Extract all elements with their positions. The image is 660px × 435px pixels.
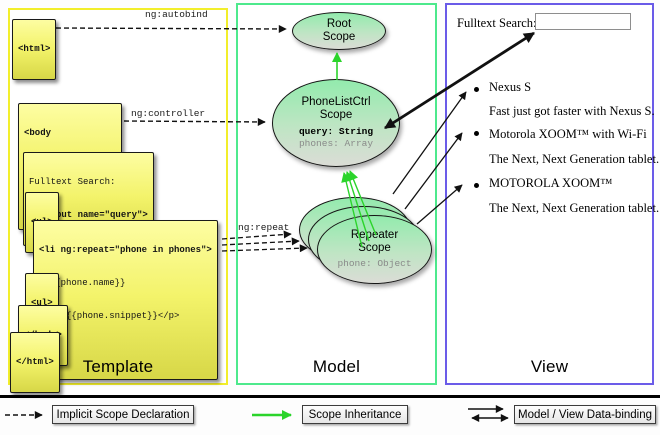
repeater-scope-ellipse-front: Repeater Scope phone: Object [317, 215, 432, 284]
html-open-tag-box: <html> [12, 19, 57, 80]
code-line: <html> [18, 44, 51, 54]
code-line: <p>{{phone.snippet}}</p> [39, 311, 180, 321]
legend-label: Implicit Scope Declaration [56, 408, 190, 421]
view-item-desc: The Next, Next Generation tablet. [489, 152, 660, 166]
view-column-label: View [530, 357, 569, 376]
template-column-label: Template [82, 357, 154, 376]
html-close-tag-box: </html> [10, 332, 60, 393]
legend-model-view-data-binding: Model / View Data-binding [514, 405, 656, 424]
li-repeat-code-box: <li ng:repeat="phone in phones"> {{phone… [33, 220, 218, 380]
scope-name: PhoneListCtrl [301, 96, 371, 108]
ng-controller-label: ng:controller [131, 108, 206, 119]
scope-name: Scope [358, 242, 391, 254]
fulltext-search-label: Fulltext Search: [457, 16, 537, 30]
view-item-desc: Fast just got faster with Nexus S. [489, 104, 655, 118]
view-item-title: Motorola XOOM™ with Wi-Fi [489, 127, 647, 141]
code-line: </html> [16, 357, 54, 367]
legend-separator-line [0, 395, 660, 398]
bullet-icon [474, 183, 479, 188]
code-line: <li ng:repeat="phone in phones"> [39, 245, 212, 255]
scope-name: Scope [322, 31, 356, 43]
legend-label: Scope Inheritance [308, 408, 402, 421]
view-item-title: Nexus S [489, 80, 532, 94]
fulltext-search-input[interactable] [535, 13, 631, 30]
legend-label: Model / View Data-binding [517, 408, 653, 421]
code-line: <body [24, 128, 52, 138]
ng-repeat-label: ng:repeat [238, 222, 290, 233]
view-column [445, 3, 654, 385]
root-scope-ellipse: Root Scope [292, 12, 386, 50]
scope-prop-phones: phones: Array [298, 138, 374, 149]
model-column-label: Model [312, 357, 361, 376]
legend-implicit-scope-declaration: Implicit Scope Declaration [52, 405, 194, 424]
code-line: Fulltext Search: [29, 177, 116, 187]
scope-name: Repeater [350, 229, 399, 241]
view-item-desc: The Next, Next Generation tablet. [489, 201, 660, 215]
ng-autobind-label: ng:autobind [145, 9, 208, 20]
scope-prop-query: query: String [298, 126, 374, 137]
scope-prop-phone: phone: Object [337, 258, 412, 269]
code-line: {{phone.name}} [39, 278, 126, 288]
phonelistctrl-scope-ellipse: PhoneListCtrl Scope query: String phones… [272, 79, 400, 167]
bullet-icon [474, 131, 479, 136]
model-column [236, 3, 437, 385]
view-item-title: MOTOROLA XOOM™ [489, 176, 613, 190]
bullet-icon [474, 87, 479, 92]
code-line: <ul> [31, 298, 53, 308]
scope-name: Scope [319, 109, 353, 121]
legend-scope-inheritance: Scope Inheritance [302, 405, 408, 424]
scope-name: Root [326, 18, 352, 30]
